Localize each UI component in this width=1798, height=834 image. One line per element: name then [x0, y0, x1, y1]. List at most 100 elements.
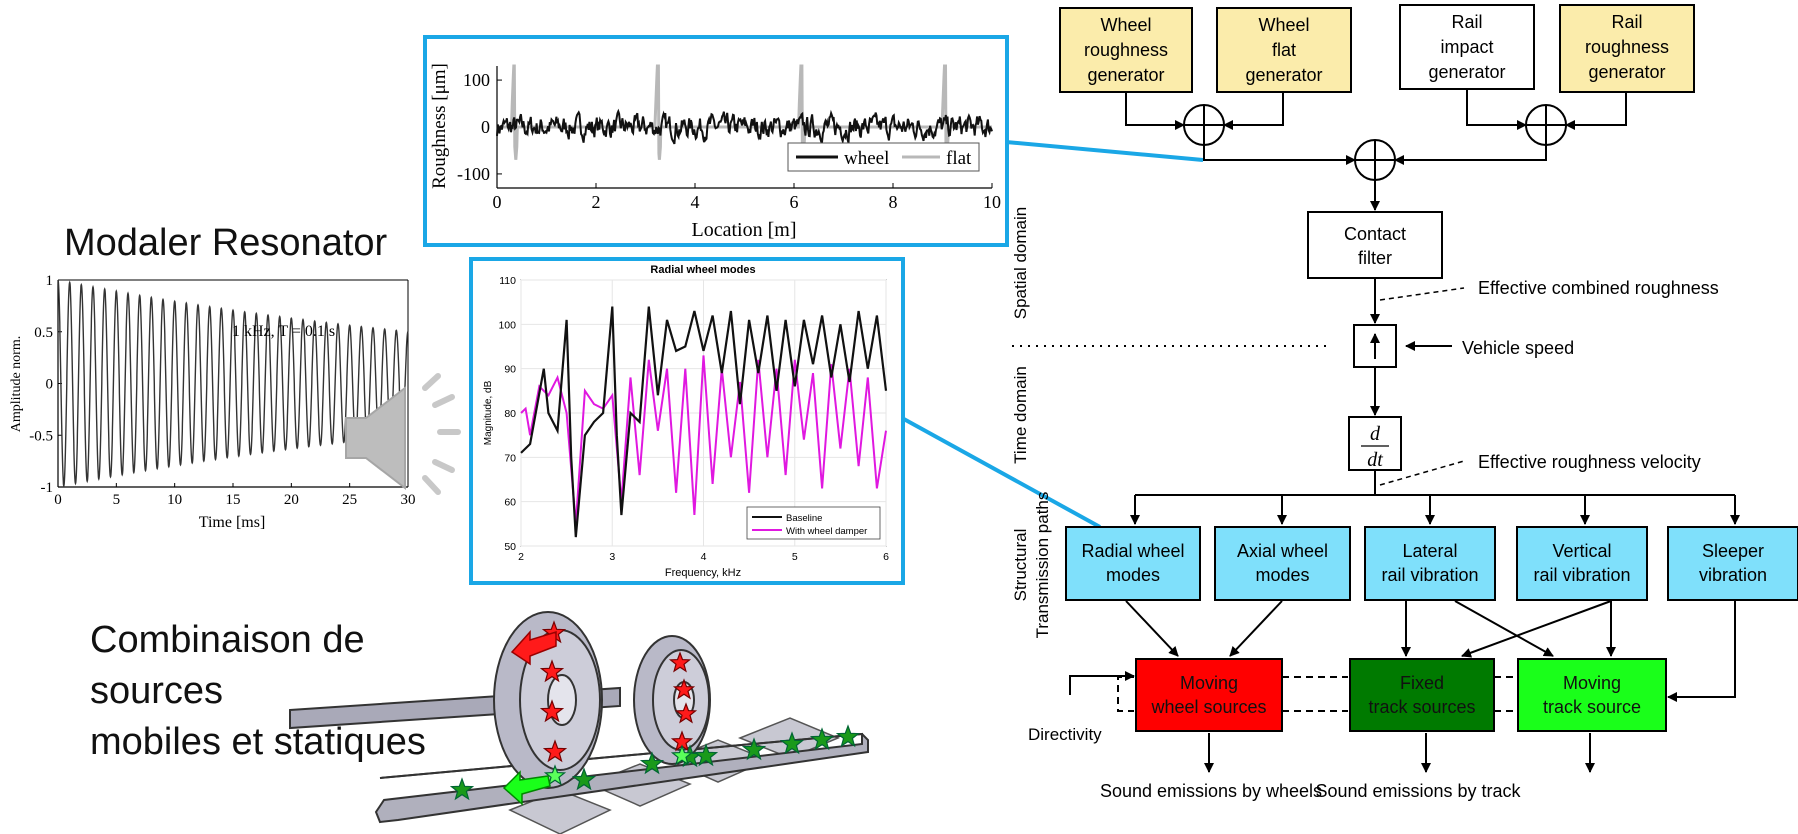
transmission-path-box-2: [1214, 526, 1351, 601]
transmission-path-box-4: [1516, 526, 1648, 601]
transmission-path-label: modes: [1255, 565, 1309, 585]
directivity-label: Directivity: [1028, 725, 1102, 744]
legend-flat-label: flat: [946, 148, 972, 169]
radial-x-tick-label: 6: [883, 551, 889, 563]
generator-label: roughness: [1084, 40, 1168, 60]
source-label: wheel sources: [1150, 697, 1266, 717]
flow-diagram: WheelroughnessgeneratorWheelflatgenerato…: [1011, 4, 1798, 801]
modal-x-label: Time [ms]: [199, 514, 266, 531]
source-star-icon: [779, 731, 805, 755]
source-box-2: [1349, 658, 1495, 732]
source-label: track source: [1543, 697, 1641, 717]
roughness-y-ticks: 100 0 -100: [457, 70, 502, 184]
source-star-icon: [639, 751, 665, 775]
source-star-icon: [539, 659, 565, 683]
source-star-icon: [670, 744, 694, 766]
radial-x-label: Frequency, kHz: [665, 567, 741, 579]
summer-rail: [1525, 104, 1567, 146]
roughness-y-tick-label: -100: [457, 164, 490, 184]
modal-x-tick-label: 5: [113, 492, 121, 508]
transmission-path-label: Sleeper: [1702, 541, 1764, 561]
combination-title-line1: Combinaison de: [90, 619, 365, 661]
transmission-path-label: vibration: [1699, 565, 1767, 585]
derivative-numerator: d: [1370, 423, 1381, 445]
transmission-path-box-1: [1065, 526, 1201, 601]
generator-label: roughness: [1585, 37, 1669, 57]
radial-title: Radial wheel modes: [650, 264, 755, 276]
radial-y-label: Magnitude, dB: [483, 380, 494, 445]
radial-y-tick-label: 110: [499, 275, 516, 287]
modal-y-ticks: 10.50-0.5-1: [29, 273, 62, 496]
transmission-path-label: modes: [1106, 565, 1160, 585]
source-star-icon: [693, 743, 719, 767]
roughness-x-tick-label: 6: [790, 192, 799, 212]
radial-y-tick-label: 70: [504, 452, 516, 464]
source-star-icon: [542, 739, 568, 763]
transmission-path-label: Vertical: [1552, 541, 1611, 561]
emissions-track-label: Sound emissions by track: [1315, 781, 1521, 801]
source-star-icon: [571, 767, 597, 791]
modal-x-tick-label: 25: [342, 492, 357, 508]
roughness-x-tick-label: 10: [983, 192, 1001, 212]
transmission-path-label: Radial wheel: [1081, 541, 1184, 561]
combination-title-line2: sources: [90, 670, 224, 712]
source-label: Fixed: [1400, 673, 1444, 693]
source-star-icon: [674, 702, 698, 724]
source-label: track sources: [1368, 697, 1475, 717]
contact-filter-line2: filter: [1358, 248, 1392, 268]
transmission-path-label: Lateral: [1402, 541, 1457, 561]
series-wheel-line: [496, 108, 993, 145]
modal-x-tick-label: 15: [226, 492, 241, 508]
generator-label: Rail: [1451, 12, 1482, 32]
series-decay-line: [57, 279, 409, 488]
callout-line-roughness: [1005, 140, 1204, 162]
series-baseline-line: [520, 306, 888, 538]
roughness-y-tick-label: 0: [481, 117, 490, 137]
train-wheel-illustration: [289, 611, 869, 834]
source-star-icon: [809, 727, 835, 751]
radial-x-tick-label: 4: [701, 551, 707, 563]
generator-label: impact: [1440, 37, 1493, 57]
radial-y-tick-label: 90: [504, 364, 516, 376]
generator-label: generator: [1087, 65, 1164, 85]
contact-filter-line1: Contact: [1344, 224, 1406, 244]
modal-resonator-title: Modaler Resonator: [64, 222, 388, 264]
roughness-y-tick-label: 100: [463, 70, 490, 90]
roughness-x-label: Location [m]: [692, 219, 797, 241]
roughness-x-tick-label: 0: [493, 192, 502, 212]
callout-line-radial: [901, 416, 1101, 529]
radial-y-tick-label: 80: [504, 408, 516, 420]
modal-y-tick-label: -0.5: [29, 428, 53, 444]
radial-y-tick-label: 50: [504, 541, 516, 553]
effective-combined-label: Effective combined roughness: [1478, 278, 1719, 298]
legend-damper-label: With wheel damper: [786, 526, 867, 537]
source-box-1: [1135, 658, 1283, 732]
source-star-icon: [741, 737, 767, 761]
source-label: Moving: [1563, 673, 1621, 693]
generator-label: generator: [1588, 62, 1665, 82]
source-box-3: [1517, 658, 1667, 732]
radial-y-tick-label: 100: [498, 319, 516, 331]
summer-main: [1354, 139, 1396, 181]
transmission-path-box-3: [1364, 526, 1496, 601]
modal-y-tick-label: 1: [46, 273, 54, 289]
radial-legend: [746, 506, 881, 540]
leader-velocity: [1379, 460, 1465, 486]
modal-annotation: 1 kHz, T = 0.1 s: [232, 323, 335, 340]
source-star-icon: [672, 678, 696, 700]
derivative-box: [1348, 416, 1402, 471]
roughness-y-label: Roughness [μm]: [429, 63, 450, 189]
structural-label-line1: Structural: [1011, 529, 1030, 602]
vehicle-speed-label: Vehicle speed: [1462, 338, 1574, 358]
legend-wheel-label: wheel: [844, 148, 889, 169]
modal-y-tick-label: -1: [41, 480, 54, 496]
modal-x-tick-label: 10: [167, 492, 182, 508]
modal-y-tick-label: 0.5: [34, 325, 53, 341]
